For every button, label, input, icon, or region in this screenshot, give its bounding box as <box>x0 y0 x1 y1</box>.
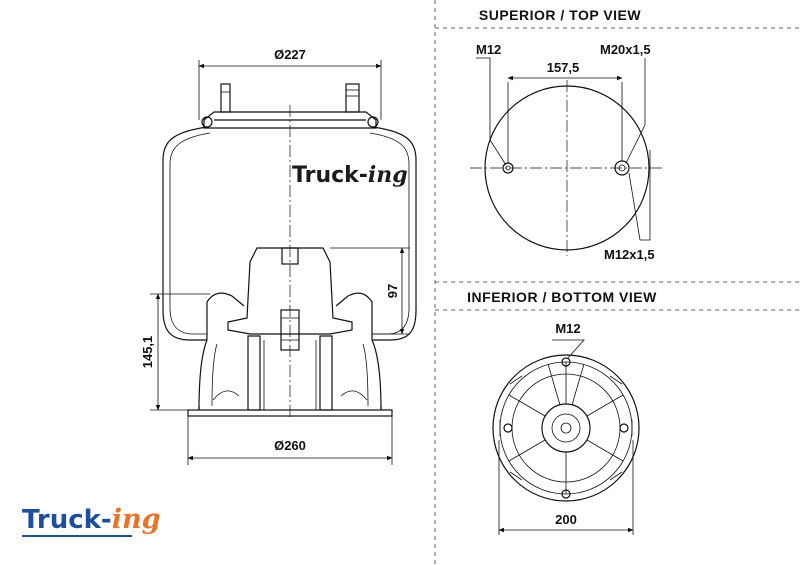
dim-bottom-diameter: Ø260 <box>274 438 306 453</box>
dim-total-height: 145,1 <box>140 336 155 369</box>
dim-piston-height: 97 <box>385 284 400 298</box>
brand-logo: Truck-ing <box>22 504 161 537</box>
bellows-brand: Truck-ing <box>292 162 408 188</box>
dim-bottom-view-diameter: 200 <box>555 512 577 527</box>
bottom-view-title: INFERIOR / BOTTOM VIEW <box>467 289 657 305</box>
dim-center-distance: 157,5 <box>547 60 580 75</box>
svg-text:Truck-ing: Truck-ing <box>22 504 161 535</box>
dim-top-diameter: Ø227 <box>274 47 306 62</box>
base-plate-outline <box>492 354 640 502</box>
piston-section <box>227 247 353 335</box>
side-view: Ø227 <box>140 47 417 465</box>
label-m20: M20x1,5 <box>600 42 651 57</box>
top-view: SUPERIOR / TOP VIEW 157,5 M12 M20x1,5 M1… <box>470 7 664 262</box>
top-view-title: SUPERIOR / TOP VIEW <box>479 7 642 23</box>
label-m12x15: M12x1,5 <box>604 247 655 262</box>
label-m12-top: M12 <box>476 42 501 57</box>
label-m12-bottom: M12 <box>555 321 580 336</box>
bottom-view: INFERIOR / BOTTOM VIEW M12 <box>467 289 657 535</box>
